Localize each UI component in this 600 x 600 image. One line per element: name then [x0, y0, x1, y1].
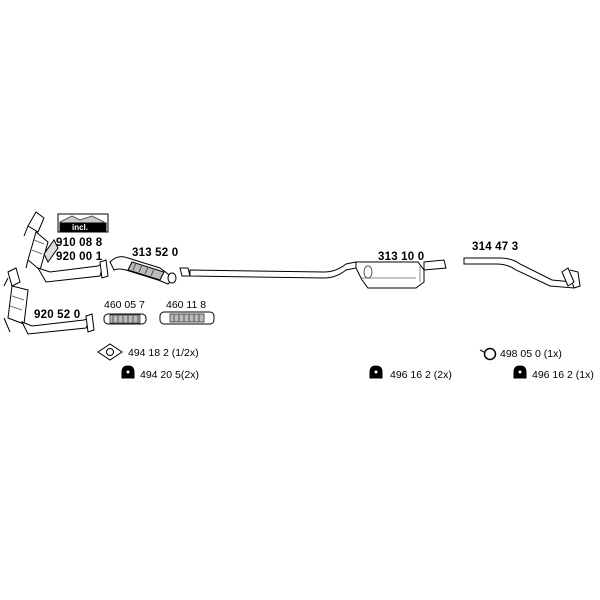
part-number-920520: 920 52 0: [34, 309, 81, 321]
exhaust-clamp-icon: [479, 347, 497, 361]
rubber-mount-icon-496162-right: [513, 365, 527, 379]
part-number-314473: 314 47 3: [472, 241, 519, 253]
kit-incl-label: incl.: [72, 223, 89, 232]
part-number-910088: 910 08 8: [56, 237, 103, 249]
accessory-label-496162-right: 496 16 2 (1x): [532, 369, 594, 381]
gasket-icon: [97, 343, 123, 361]
rear-pipe: [463, 257, 581, 289]
accessory-label-496162-mid: 496 16 2 (2x): [390, 369, 452, 381]
accessory-label-494205: 494 20 5(2x): [140, 369, 199, 381]
part-number-313100: 313 10 0: [378, 251, 425, 263]
front-pipe: [109, 256, 177, 285]
accessory-label-498050: 498 05 0 (1x): [500, 348, 562, 360]
flex-pipe-460118: [159, 311, 215, 325]
middle-silencer-assembly: [189, 259, 447, 289]
mounting-kit-box: [57, 213, 109, 233]
flex-pipe-460057: [103, 313, 147, 325]
pipe-connector: [179, 267, 191, 277]
catalytic-converter-upper: [23, 211, 109, 283]
part-number-460118: 460 11 8: [166, 299, 207, 311]
part-number-460057: 460 05 7: [104, 299, 145, 311]
rubber-mount-icon-496162-mid: [369, 365, 383, 379]
part-number-920001: 920 00 1: [56, 251, 103, 263]
rubber-mount-icon-494205: [121, 365, 135, 379]
accessory-label-494182: 494 18 2 (1/2x): [128, 347, 199, 359]
part-number-313520: 313 52 0: [132, 247, 179, 259]
catalytic-converter-lower: [3, 267, 95, 335]
